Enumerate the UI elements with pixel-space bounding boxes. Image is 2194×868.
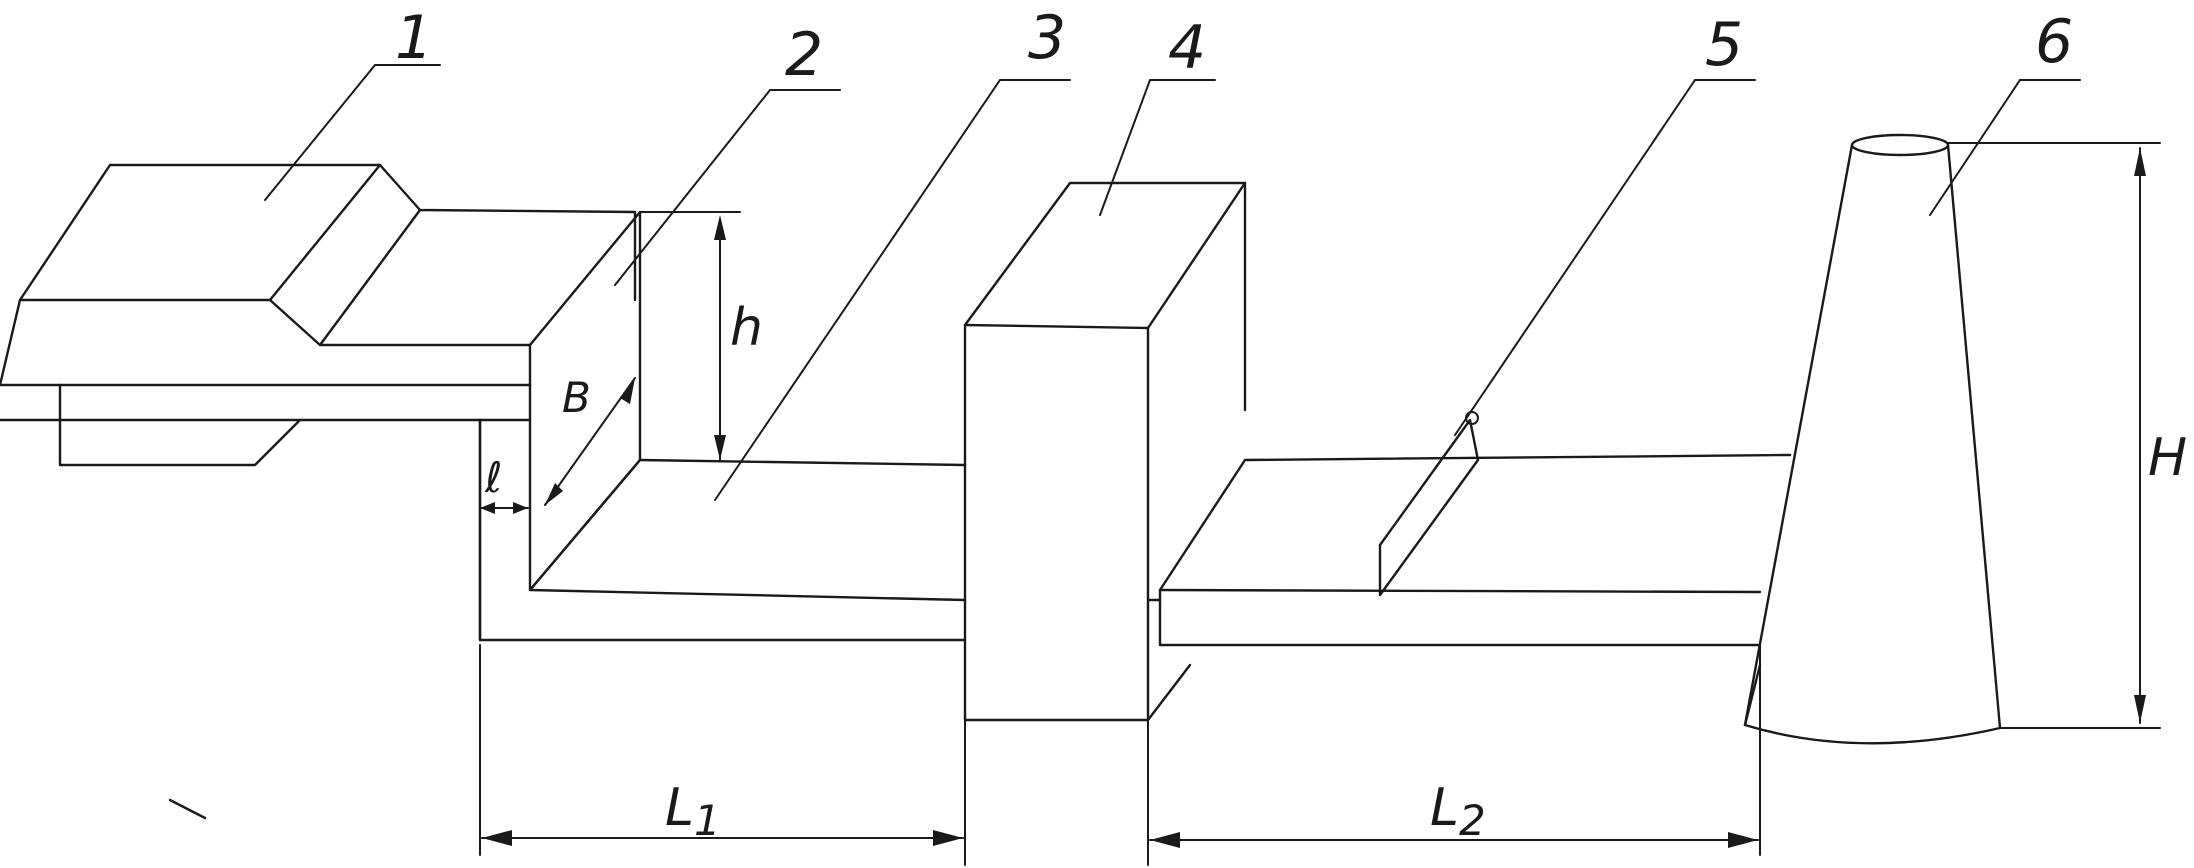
stray-mark <box>168 798 207 820</box>
part-4-box <box>963 181 1247 722</box>
dimension-L2 <box>1147 644 1761 866</box>
leader-lines <box>264 64 2081 501</box>
dimension-L1 <box>479 644 966 866</box>
part-6-cone <box>1743 133 2002 745</box>
label-part-2: 2 <box>785 20 823 90</box>
label-dim-h: h <box>730 298 763 358</box>
label-part-3: 3 <box>1028 3 1066 73</box>
dimension-l <box>479 502 529 514</box>
part-5-blade <box>1378 411 1480 597</box>
dimension-H <box>1947 142 2161 729</box>
label-dim-L2-sub: 2 <box>1459 796 1486 845</box>
part-3-channel <box>478 418 967 642</box>
label-dim-H: H <box>2148 428 2187 488</box>
label-part-5: 5 <box>1705 10 1743 80</box>
dimension-B <box>544 377 636 506</box>
label-dim-L1: L1 <box>665 778 721 845</box>
label-part-1: 1 <box>395 3 433 73</box>
label-dim-L1-main: L <box>665 778 694 838</box>
label-part-6: 6 <box>2035 7 2073 77</box>
label-dim-l: ℓ <box>484 453 502 502</box>
label-part-4: 4 <box>1168 13 1206 83</box>
part-1-body <box>0 163 637 467</box>
right-channel <box>1146 453 1792 647</box>
label-dim-L1-sub: 1 <box>694 796 721 845</box>
dimension-h <box>639 211 741 461</box>
label-dim-L2-main: L <box>1430 778 1459 838</box>
label-dim-B: B <box>562 373 591 422</box>
label-dim-L2: L2 <box>1430 778 1486 845</box>
part-2-plate <box>478 210 967 642</box>
